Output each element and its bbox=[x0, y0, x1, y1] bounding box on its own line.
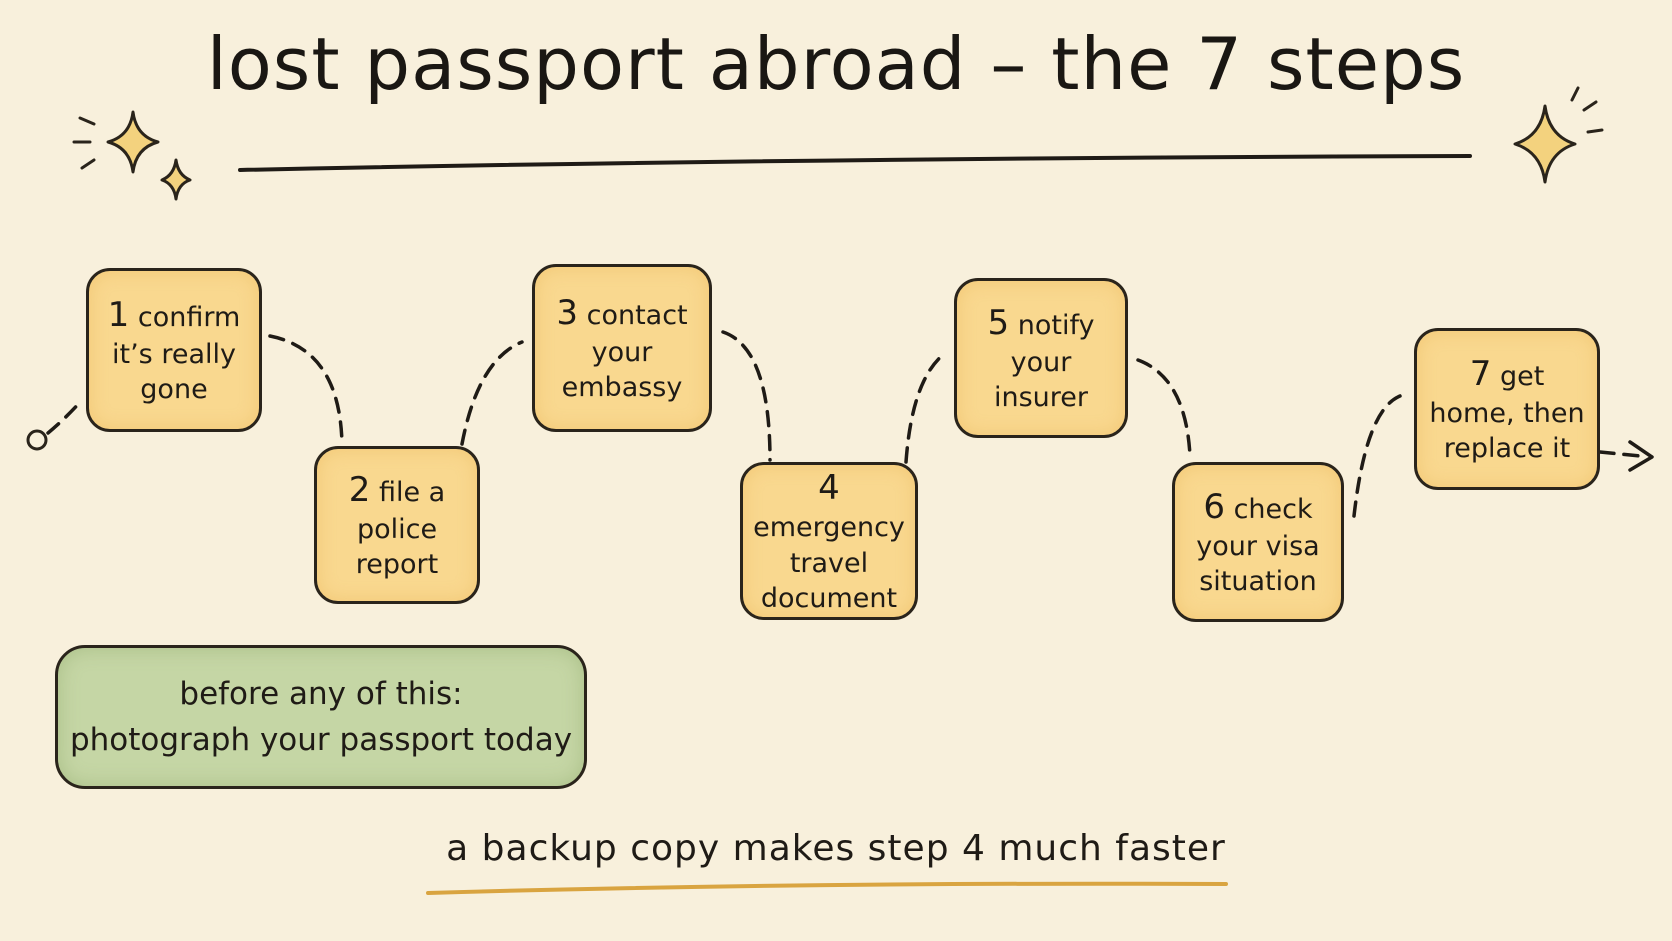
start-circle bbox=[26, 429, 48, 451]
step-number: 2 bbox=[348, 469, 371, 510]
step-label: contact your embassy bbox=[561, 299, 688, 404]
connector-start-1 bbox=[46, 398, 84, 435]
connector-1-2 bbox=[268, 334, 344, 446]
connector-3-4 bbox=[721, 330, 772, 462]
step-number: 4 bbox=[818, 468, 840, 509]
step-number: 1 bbox=[107, 294, 130, 335]
step-4-box: 4 emergency travel document bbox=[740, 462, 918, 620]
step-label: file a police report bbox=[355, 476, 446, 581]
connector-4-5 bbox=[904, 352, 946, 464]
step-3-box: 3 contact your embassy bbox=[532, 264, 712, 432]
title-underline bbox=[238, 154, 1472, 172]
page-title: lost passport abroad – the 7 steps bbox=[206, 22, 1466, 106]
step-number: 5 bbox=[987, 302, 1010, 343]
step-label: get home, then replace it bbox=[1429, 360, 1585, 465]
step-label: emergency travel document bbox=[753, 512, 905, 614]
footer-note: a backup copy makes step 4 much faster bbox=[446, 828, 1226, 869]
step-2-box: 2 file a police report bbox=[314, 446, 480, 604]
tip-box: before any of this: photograph your pass… bbox=[55, 645, 587, 789]
connector-5-6 bbox=[1136, 358, 1192, 458]
step-number: 6 bbox=[1203, 486, 1225, 527]
connector-2-3 bbox=[460, 340, 524, 446]
step-number: 7 bbox=[1469, 353, 1492, 394]
end-arrow-icon bbox=[1628, 440, 1654, 472]
connector-7-end bbox=[1598, 450, 1642, 458]
footer-underline bbox=[426, 881, 1228, 895]
step-7-box: 7 get home, then replace it bbox=[1414, 328, 1600, 490]
tip-line-2: photograph your passport today bbox=[69, 722, 573, 758]
sparkle-icon bbox=[160, 158, 192, 201]
step-label: check your visa situation bbox=[1196, 493, 1320, 598]
step-5-box: 5 notify your insurer bbox=[954, 278, 1128, 438]
step-1-box: 1 confirm it’s really gone bbox=[86, 268, 262, 432]
step-label: notify your insurer bbox=[993, 309, 1095, 414]
tip-line-1: before any of this: bbox=[179, 675, 463, 712]
step-6-box: 6 check your visa situation bbox=[1172, 462, 1344, 622]
sparkle-icon bbox=[1513, 104, 1577, 184]
step-number: 3 bbox=[556, 292, 578, 333]
sparkle-icon bbox=[106, 110, 160, 174]
connector-6-7 bbox=[1352, 394, 1402, 518]
step-label: confirm it’s really gone bbox=[112, 301, 241, 406]
